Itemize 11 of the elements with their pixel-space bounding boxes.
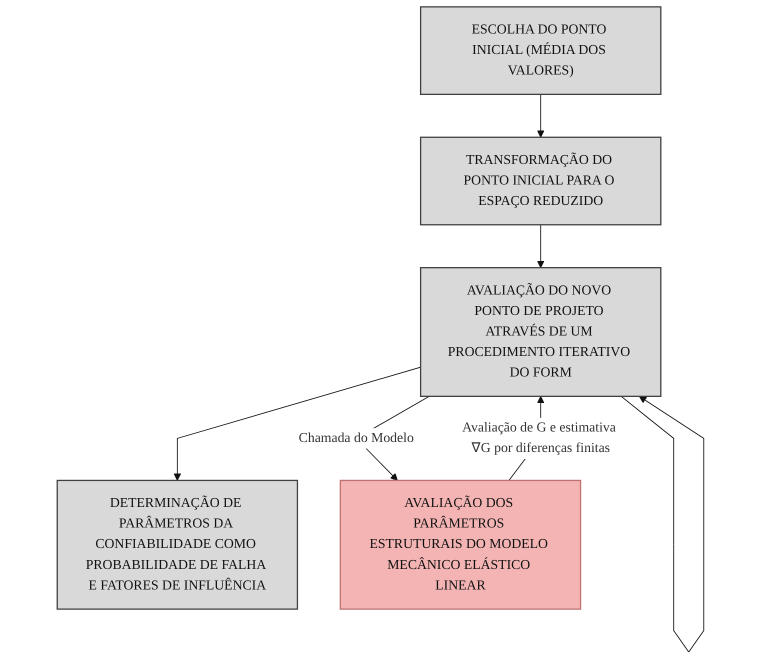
node-box: AVALIAÇÃO DOS PARÂMETROS ESTRUTURAIS DO MODELO MECÂNICO ELÁSTICO LINEAR xyxy=(340,480,582,610)
edge-label: Avaliação de G e estimativa ∇G por diferenças finitas xyxy=(462,420,616,456)
arrow xyxy=(536,224,544,268)
node-box: ESCOLHA DO PONTO INICIAL (MÉDIA DOS VALORES) xyxy=(420,6,662,96)
arrow xyxy=(620,396,704,652)
arrow xyxy=(174,366,422,481)
node-box: TRANSFORMAÇÃO DO PONTO INICIAL PARA O ESPAÇO REDUZIDO xyxy=(420,136,662,226)
node-box: AVALIAÇÃO DO NOVO PONTO DE PROJETO ATRAVÉS DE UM PROCEDIMENTO ITERATIVO DO FORM xyxy=(420,267,662,397)
arrow xyxy=(536,94,544,138)
node-box: DETERMINAÇÃO DE PARÂMETROS DA CONFIABILIDADE COMO PROBABILIDADE DE FALHA E FATORES DE INFLUÊNCIA xyxy=(56,480,298,610)
edge-label: Chamada do Modelo xyxy=(298,430,414,446)
